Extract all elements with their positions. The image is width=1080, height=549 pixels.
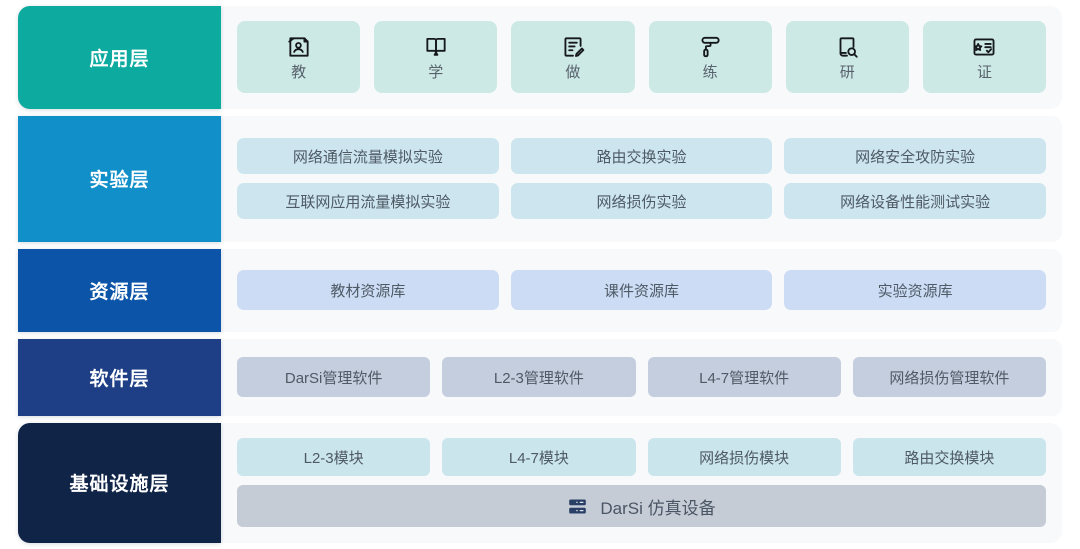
resource-card-row: 教材资源库 课件资源库 实验资源库 bbox=[237, 270, 1047, 311]
certificate-icon bbox=[971, 34, 997, 60]
infrastructure-card[interactable]: 网络损伤模块 bbox=[647, 438, 841, 477]
layer-label-application-text: 应用层 bbox=[89, 48, 150, 70]
layer-body-application: 教 学 bbox=[221, 6, 1062, 109]
resource-card[interactable]: 实验资源库 bbox=[784, 270, 1047, 311]
app-tile-research-label: 研 bbox=[839, 64, 855, 82]
infrastructure-card-row: L2-3模块 L4-7模块 网络损伤模块 路由交换模块 bbox=[237, 438, 1046, 477]
software-card[interactable]: 网络损伤管理软件 bbox=[852, 357, 1046, 398]
layer-label-software: 软件层 bbox=[18, 338, 221, 416]
app-tile-teach-label: 教 bbox=[291, 64, 307, 82]
app-tile-practice-label: 练 bbox=[702, 64, 718, 82]
experiment-card[interactable]: 网络安全攻防实验 bbox=[784, 138, 1047, 175]
software-card[interactable]: L2-3管理软件 bbox=[442, 357, 636, 398]
document-search-icon bbox=[834, 34, 860, 60]
app-tile-practice[interactable]: 练 bbox=[648, 21, 772, 94]
layer-row-infrastructure: 基础设施层 L2-3模块 L4-7模块 网络损伤模块 路由交换模块 bbox=[18, 422, 1062, 543]
layer-label-infrastructure-text: 基础设施层 bbox=[69, 474, 170, 496]
layer-body-experiment: 网络通信流量模拟实验 路由交换实验 网络安全攻防实验 互联网应用流量模拟实验 网… bbox=[221, 115, 1062, 242]
software-card-row: DarSi管理软件 L2-3管理软件 L4-7管理软件 网络损伤管理软件 bbox=[237, 357, 1046, 398]
app-tile-learn[interactable]: 学 bbox=[374, 21, 498, 94]
experiment-card-row-1: 网络通信流量模拟实验 路由交换实验 网络安全攻防实验 bbox=[237, 138, 1047, 175]
app-tile-certify[interactable]: 证 bbox=[922, 21, 1047, 94]
experiment-card[interactable]: 网络损伤实验 bbox=[510, 183, 773, 220]
experiment-card[interactable]: 网络设备性能测试实验 bbox=[784, 183, 1047, 220]
layer-row-resource: 资源层 教材资源库 课件资源库 实验资源库 bbox=[18, 248, 1062, 332]
darsi-device-bar[interactable]: DarSi 仿真设备 bbox=[237, 485, 1046, 528]
experiment-card[interactable]: 互联网应用流量模拟实验 bbox=[237, 183, 499, 220]
infrastructure-card[interactable]: L4-7模块 bbox=[442, 438, 636, 477]
paint-roller-icon bbox=[697, 34, 723, 60]
app-tile-do-label: 做 bbox=[565, 64, 581, 82]
layer-label-experiment: 实验层 bbox=[18, 115, 221, 242]
darsi-device-label: DarSi 仿真设备 bbox=[600, 498, 716, 518]
app-tile-certify-label: 证 bbox=[976, 64, 992, 82]
experiment-card[interactable]: 路由交换实验 bbox=[510, 138, 773, 175]
app-tile-research[interactable]: 研 bbox=[785, 21, 909, 94]
experiment-card-row-2: 互联网应用流量模拟实验 网络损伤实验 网络设备性能测试实验 bbox=[237, 183, 1047, 220]
write-document-icon bbox=[560, 34, 586, 60]
app-tile-learn-label: 学 bbox=[428, 64, 444, 82]
layer-label-resource-text: 资源层 bbox=[89, 281, 150, 303]
layer-body-software: DarSi管理软件 L2-3管理软件 L4-7管理软件 网络损伤管理软件 bbox=[221, 338, 1062, 416]
teach-icon bbox=[286, 34, 312, 60]
layer-label-application: 应用层 bbox=[18, 6, 221, 109]
app-tile-teach[interactable]: 教 bbox=[237, 21, 361, 94]
layer-row-software: 软件层 DarSi管理软件 L2-3管理软件 L4-7管理软件 网络损伤管理软件 bbox=[18, 338, 1062, 416]
application-tile-row: 教 学 bbox=[237, 21, 1047, 94]
layer-row-application: 应用层 教 bbox=[18, 6, 1062, 109]
resource-card[interactable]: 教材资源库 bbox=[237, 270, 499, 311]
layer-label-software-text: 软件层 bbox=[89, 368, 150, 390]
infrastructure-card[interactable]: L2-3模块 bbox=[237, 438, 431, 477]
layer-body-infrastructure: L2-3模块 L4-7模块 网络损伤模块 路由交换模块 DarSi 仿真 bbox=[221, 422, 1062, 543]
infrastructure-card[interactable]: 路由交换模块 bbox=[852, 438, 1046, 477]
open-book-icon bbox=[423, 34, 449, 60]
layer-label-experiment-text: 实验层 bbox=[89, 170, 150, 192]
experiment-card[interactable]: 网络通信流量模拟实验 bbox=[237, 138, 499, 175]
resource-card[interactable]: 课件资源库 bbox=[510, 270, 773, 311]
software-card[interactable]: DarSi管理软件 bbox=[237, 357, 431, 398]
layer-label-infrastructure: 基础设施层 bbox=[18, 422, 221, 543]
layer-label-resource: 资源层 bbox=[18, 248, 221, 332]
app-tile-do[interactable]: 做 bbox=[511, 21, 635, 94]
layer-row-experiment: 实验层 网络通信流量模拟实验 路由交换实验 网络安全攻防实验 互联网应用流量模拟… bbox=[18, 115, 1062, 242]
server-rack-icon bbox=[567, 496, 588, 517]
software-card[interactable]: L4-7管理软件 bbox=[647, 357, 841, 398]
layer-body-resource: 教材资源库 课件资源库 实验资源库 bbox=[221, 248, 1062, 332]
